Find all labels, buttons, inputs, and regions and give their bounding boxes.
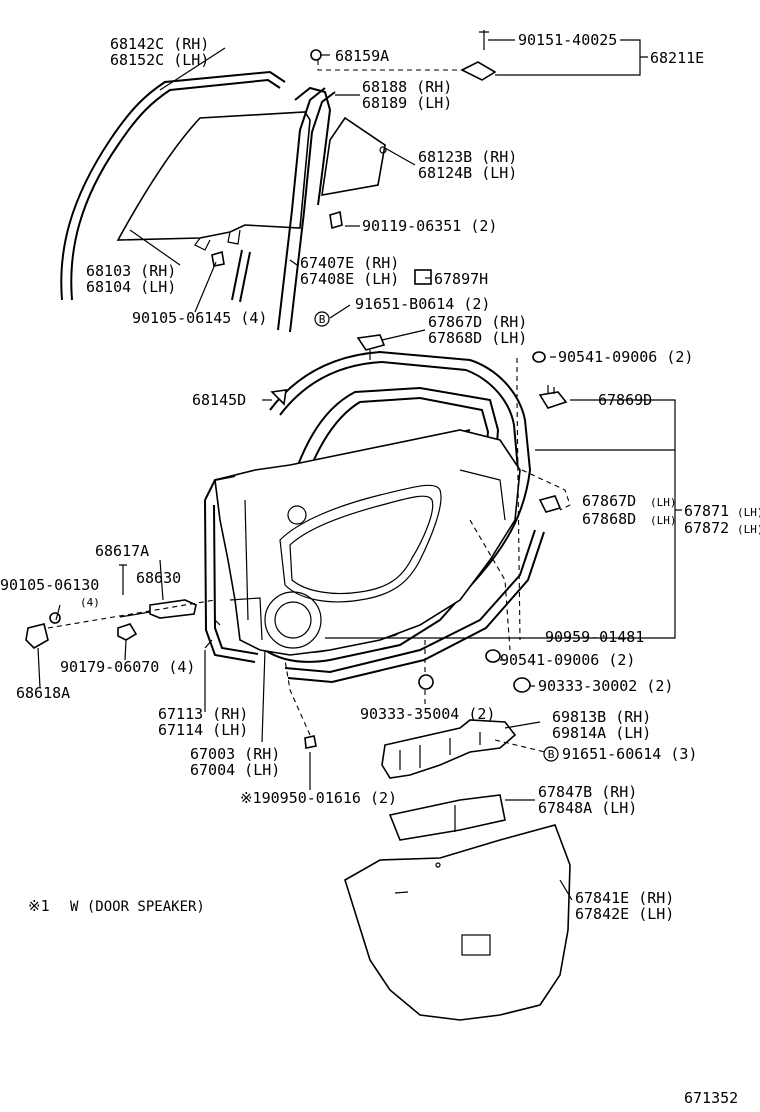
label-90179-06070: 90179-06070 (4) [60, 658, 195, 676]
clip-67897H [414, 269, 432, 285]
striker-68618A [25, 612, 61, 649]
bolt-mark-b-lower: B [543, 746, 559, 762]
footnote-mark: ※1 [28, 897, 50, 915]
label-68617A: 68617A [95, 542, 149, 560]
label-90105-06130: 90105-06130 [0, 576, 99, 594]
label-67868D-lh-2: 67868D [582, 510, 636, 528]
label-67869D: 67869D [598, 391, 652, 409]
pin-68617A [119, 564, 127, 595]
label-67113: 67113 (RH) [158, 705, 248, 723]
label-67004: 67004 (LH) [190, 761, 280, 779]
plug-90333-30002 [513, 677, 531, 693]
label-68152C: 68152C (LH) [110, 51, 209, 69]
label-67848A: 67848A (LH) [538, 799, 637, 817]
footnote: ※1 W (DOOR SPEAKER) [28, 897, 205, 915]
label-67897H: 67897H [434, 270, 488, 288]
quarter-glass [321, 116, 387, 196]
weatherstrip-clip-67867D [356, 334, 386, 360]
label-67867D-lh: 67867D [582, 492, 636, 510]
label-91651-B0614: 91651-B0614 (2) [355, 295, 490, 313]
label-90105-06145: 90105-06145 (4) [132, 309, 267, 327]
bolt-90105-glass [211, 250, 225, 267]
label-90119-06351: 90119-06351 (2) [362, 217, 497, 235]
glass-run-channel [60, 70, 286, 301]
corner-piece-68145D [270, 389, 287, 406]
label-67114: 67114 (LH) [158, 721, 248, 739]
label-90105-06130-qty: (4) [80, 596, 100, 609]
plug-90333-35004 [418, 674, 434, 690]
door-glass [116, 111, 311, 251]
label-68103: 68103 (RH) [86, 262, 176, 280]
door-check-68630 [119, 599, 197, 619]
label-67408E: 67408E (LH) [300, 270, 399, 288]
bolt-mark-b-upper: B [314, 311, 330, 327]
label-90541-09006-lower: 90541-09006 (2) [500, 651, 635, 669]
label-68618A: 68618A [16, 684, 70, 702]
label-67868D-lh: 67868D (LH) [428, 329, 527, 347]
plug-90541-top [532, 351, 546, 363]
label-68188: 68188 (RH) [362, 78, 452, 96]
label-67407E: 67407E (RH) [300, 254, 399, 272]
label-68145D: 68145D [192, 391, 246, 409]
door-lock [381, 719, 517, 779]
label-67847B: 67847B (RH) [538, 783, 637, 801]
grommet-68159A [310, 49, 322, 61]
label-68142C: 68142C (RH) [110, 35, 209, 53]
label-68189: 68189 (LH) [362, 94, 452, 112]
label-68123B: 68123B (RH) [418, 148, 517, 166]
label-67871: 67871 [684, 502, 729, 520]
label-68104: 68104 (LH) [86, 278, 176, 296]
bracket-68211E [460, 30, 497, 81]
label-lh-marker-4: (LH) [737, 523, 760, 536]
lower-weatherstrip [284, 529, 545, 684]
label-68124B: 68124B (LH) [418, 164, 517, 182]
plug-90541-lower [485, 649, 501, 663]
footnote-text: W (DOOR SPEAKER) [70, 899, 205, 915]
screw-90119 [329, 210, 343, 230]
service-hole-cover [388, 794, 506, 841]
door-inner-panel [214, 429, 521, 656]
label-90333-30002: 90333-30002 (2) [538, 677, 673, 695]
label-lh-marker-1: (LH) [650, 496, 677, 509]
diagram-number: 671352 [684, 1089, 738, 1107]
screw-90950 [304, 735, 317, 749]
label-67003: 67003 (RH) [190, 745, 280, 763]
label-90151-40025: 90151-40025 [518, 31, 617, 49]
nut-90179 [117, 623, 138, 641]
label-67867D-rh: 67867D (RH) [428, 313, 527, 331]
label-91651-60614: 91651-60614 (3) [562, 745, 697, 763]
label-68159A: 68159A [335, 47, 389, 65]
label-67872: 67872 [684, 519, 729, 537]
bolt-mark-label: B [548, 748, 555, 761]
label-68211E: 68211E [650, 49, 704, 67]
label-lh-marker-3: (LH) [737, 506, 760, 519]
label-90541-09006-upper: 90541-09006 (2) [558, 348, 693, 366]
label-67841E: 67841E (RH) [575, 889, 674, 907]
label-69814A: 69814A (LH) [552, 724, 651, 742]
clip-67869D [538, 385, 568, 409]
label-90950-01616: ※190950-01616 (2) [240, 789, 397, 807]
label-90959-01481: 90959-01481 [545, 628, 644, 646]
door-trim-panel [344, 824, 571, 1021]
belt-moulding [294, 86, 332, 206]
label-69813B: 69813B (RH) [552, 708, 651, 726]
label-68630: 68630 [136, 569, 181, 587]
label-67842E: 67842E (LH) [575, 905, 674, 923]
label-90333-35004: 90333-35004 (2) [360, 705, 495, 723]
label-lh-marker-2: (LH) [650, 514, 677, 527]
leader-lines [37, 39, 682, 901]
bolt-mark-label: B [319, 313, 326, 326]
clip-67867D-lh [538, 495, 562, 513]
part-labels: 68142C (RH) 68152C (LH) 68159A 90151-400… [0, 31, 760, 923]
